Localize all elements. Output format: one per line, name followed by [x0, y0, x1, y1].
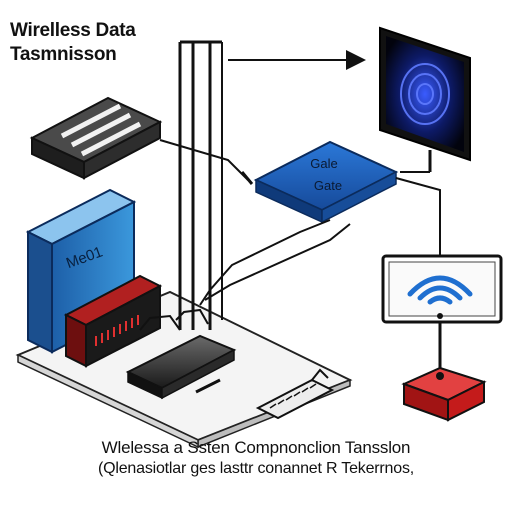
diagram-title-line-1: Wirelless Data [10, 20, 136, 41]
diagram-title-line-2: Tasmnisson [10, 44, 117, 65]
keyboard-icon [255, 378, 335, 420]
red-modem [63, 274, 163, 368]
monitor-screen-icon [386, 36, 464, 152]
server-unit [29, 96, 163, 180]
router-unit [125, 308, 237, 400]
keyboard-device [255, 368, 335, 420]
red-base-block [401, 366, 487, 422]
gateway-label-2: Gate [314, 178, 342, 193]
gateway-links [199, 177, 441, 306]
wifi-icon [407, 275, 473, 305]
wifi-laptop [381, 254, 503, 372]
monitor-display [379, 26, 471, 173]
server-to-gateway-link [159, 139, 254, 185]
gateway-device: Gale Gate [253, 140, 399, 224]
gateway-label-1: Gale [310, 156, 337, 171]
diagram-caption-line-2: (Qlenasiotlar ges lasttr conannet R Teke… [98, 460, 414, 477]
cable-mast [178, 40, 223, 330]
diagram-caption-line-1: Wlelessa a Ssten Compnonclion Tansslon [101, 438, 411, 457]
